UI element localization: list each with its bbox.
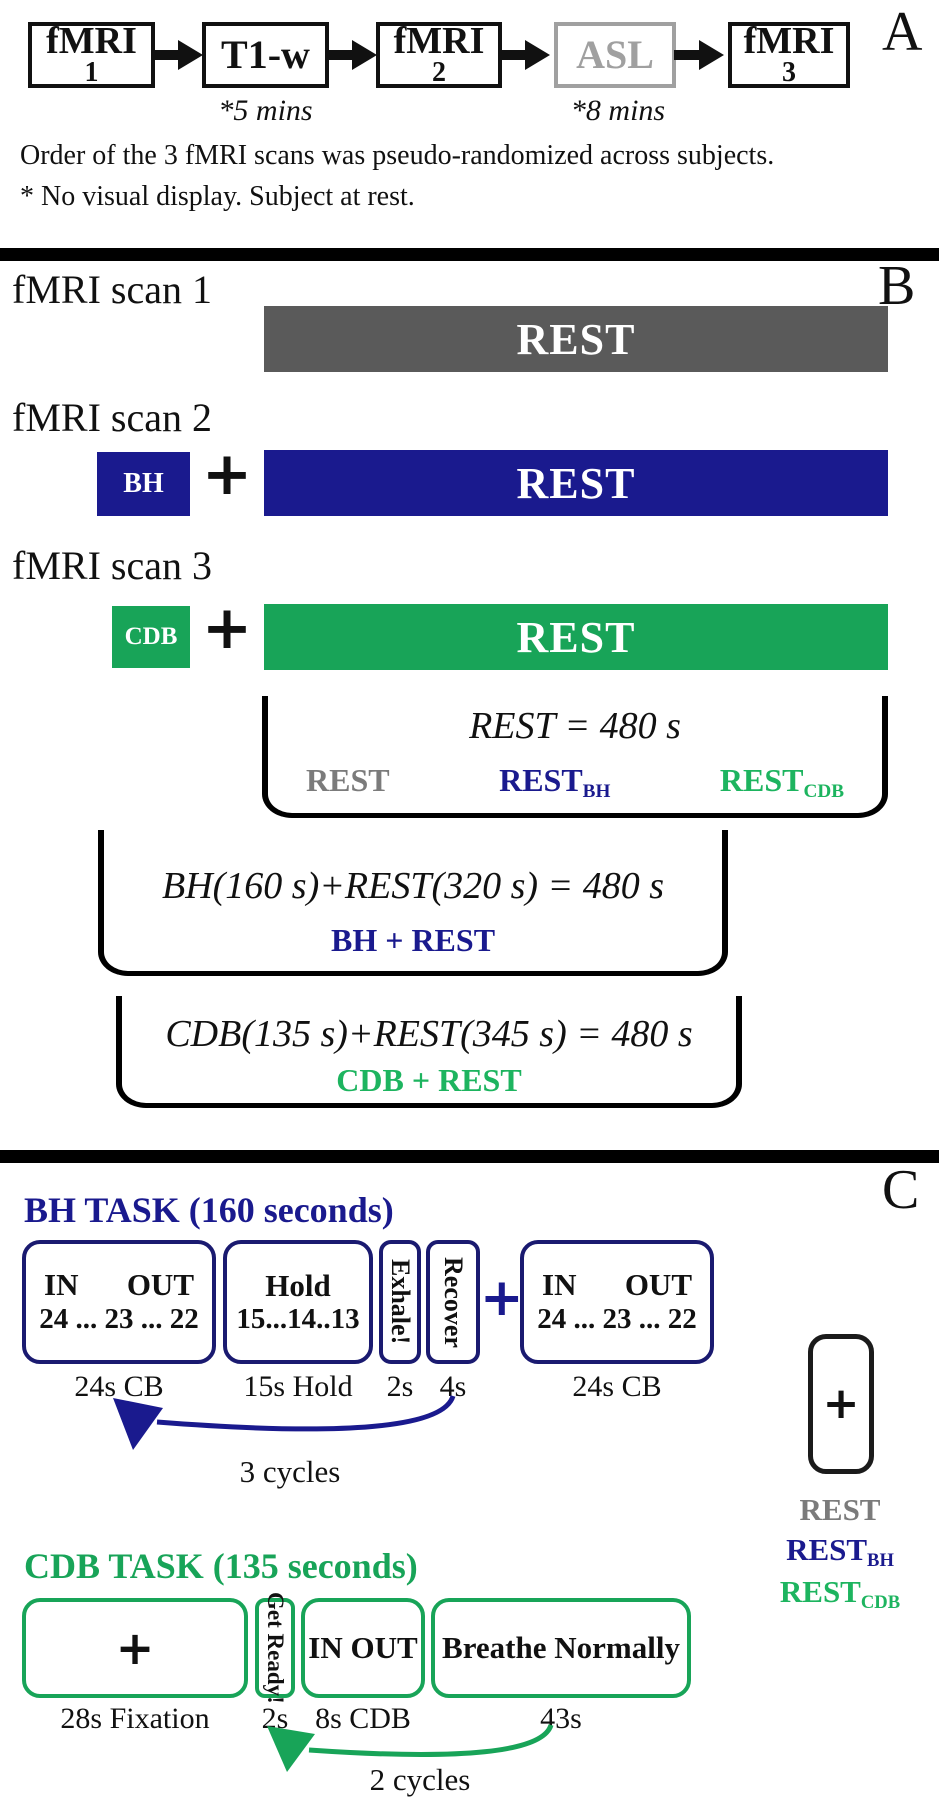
cycle-arrow-icon [267,1724,554,1772]
scan3-label: fMRI scan 3 [12,543,212,588]
scan-box-asl: ASL [554,22,676,88]
countdown-text: 24 ... 23 ... 22 [537,1303,697,1336]
scan-box-title: T1-w [221,32,310,77]
bh-task-title: BH TASK (160 seconds) [24,1190,394,1230]
countdown-text: 24 ... 23 ... 22 [39,1303,199,1336]
scan-box-number: 2 [432,57,446,89]
cdb-caption-fixation: 28s Fixation [60,1702,210,1735]
cdb-formula: CDB(135 s)+REST(345 s) = 480 s [165,1013,693,1055]
rest-screen-box: + [808,1334,874,1474]
bh-caption-exhale: 2s [386,1370,414,1403]
cdb-box-breathe: Breathe Normally [431,1598,691,1698]
cdb-cycles-label: 2 cycles [369,1762,471,1797]
scan-box-fmri1: fMRI 1 [28,22,155,88]
panel-c-label: C [882,1159,920,1221]
legend-rest-bh: RESTBH [786,1532,894,1571]
scan-box-title: fMRI [393,19,485,62]
rest-bar-gray: REST [264,306,888,372]
panel-a-caption-1: Order of the 3 fMRI scans was pseudo-ran… [20,140,775,171]
cdb-box-get-ready: Get Ready! [255,1592,295,1704]
plus-sign: + [201,593,253,663]
panel-b-label: B [878,255,916,317]
bh-formula: BH(160 s)+REST(320 s) = 480 s [162,865,664,907]
cdb-brace: CDB(135 s)+REST(345 s) = 480 s CDB + RES… [116,996,742,1108]
flow-arrow-icon [153,40,203,70]
t1w-duration-note: *5 mins [218,94,313,127]
bh-box-hold: Hold 15...14..13 [223,1240,373,1364]
scan-box-number: 1 [84,57,99,89]
panel-a-caption-2: * No visual display. Subject at rest. [20,181,415,212]
cdb-caption-in-out: 8s CDB [315,1702,411,1735]
bh-caption-cb2: 24s CB [572,1370,662,1403]
section-divider [0,248,939,261]
section-divider [0,1150,939,1163]
legend-rest: REST [306,762,390,798]
flow-arrow-icon [500,40,550,70]
bh-cycles-label: 3 cycles [239,1454,341,1489]
rest-bar-navy: REST [264,450,888,516]
plus-sign: + [480,1268,524,1328]
plus-sign: + [201,439,253,509]
scan-box-t1w: T1-w [202,22,329,88]
bh-caption-hold: 15s Hold [243,1370,353,1403]
panel-a-label: A [882,1,923,63]
scan-box-title: fMRI [46,19,137,62]
flow-arrow-icon [674,40,724,70]
bh-caption-cb1: 24s CB [74,1370,164,1403]
cdb-box-fixation: + [22,1598,248,1698]
legend-rest-bh: RESTBH [499,762,611,802]
scan-box-number: 3 [782,57,796,89]
rest-bar-green: REST [264,604,888,670]
rest-brace: REST = 480 s REST RESTBH RESTCDB [262,696,888,818]
bh-brace-label: BH + REST [330,922,496,958]
cdb-brace-label: CDB + REST [336,1062,522,1098]
flow-arrow-icon [327,40,377,70]
bh-task-block: BH [97,452,190,516]
fixation-cross: + [115,1621,155,1675]
cdb-box-in-out: IN OUT [301,1598,425,1698]
cycle-arrow-icon [113,1395,456,1450]
cdb-task-title: CDB TASK (135 seconds) [24,1546,418,1586]
countdown-text: 15...14..13 [236,1303,360,1336]
scan-box-fmri3: fMRI 3 [728,22,850,88]
scan-box-title: ASL [576,32,654,77]
cdb-task-block: CDB [112,606,190,668]
bh-box-exhale: Exhale! [379,1240,421,1364]
legend-rest-cdb: RESTCDB [719,762,844,802]
scan-box-fmri2: fMRI 2 [376,22,502,88]
scan2-label: fMRI scan 2 [12,395,212,440]
scan1-label: fMRI scan 1 [12,267,212,312]
bh-brace: BH(160 s)+REST(320 s) = 480 s BH + REST [98,830,728,976]
rest-formula: REST = 480 s [469,705,681,747]
asl-duration-note: *8 mins [570,94,666,127]
fixation-cross: + [822,1378,860,1429]
scan-box-title: fMRI [743,19,835,62]
bh-box-recover: Recover [426,1240,480,1364]
legend-rest: REST [799,1492,881,1527]
legend-rest-cdb: RESTCDB [779,1574,901,1613]
